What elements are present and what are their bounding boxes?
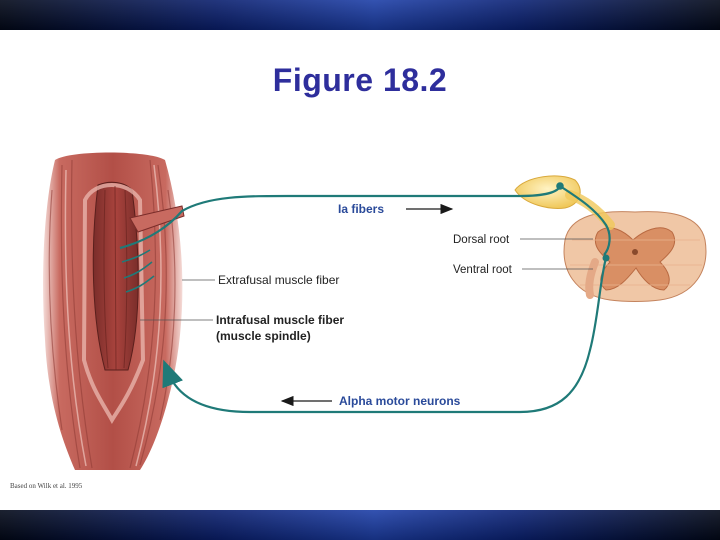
intrafusal-label-line2: (muscle spindle) (216, 329, 311, 343)
extrafusal-label: Extrafusal muscle fiber (218, 273, 339, 287)
intrafusal-label-line1: Intrafusal muscle fiber (216, 313, 344, 327)
alpha-motor-label: Alpha motor neurons (339, 394, 461, 408)
nerve-pathways (119, 182, 611, 414)
ia-fibers-label: Ia fibers (338, 202, 384, 216)
muscle-illustration (43, 152, 185, 470)
slide-title: Figure 18.2 (272, 62, 448, 98)
ganglion-cell-body (556, 182, 564, 190)
ventral-root-label: Ventral root (453, 264, 513, 276)
top-banner (0, 0, 720, 30)
bottom-banner (0, 510, 720, 540)
figure-credit: Based on Wilk et al. 1995 (10, 482, 83, 490)
ia-afferent-fiber (119, 185, 611, 256)
alpha-motor-fiber (162, 257, 608, 414)
diagram-labels: Ia fibers Dorsal root Ventral root Extra… (140, 202, 593, 408)
dorsal-root-label: Dorsal root (453, 234, 510, 246)
